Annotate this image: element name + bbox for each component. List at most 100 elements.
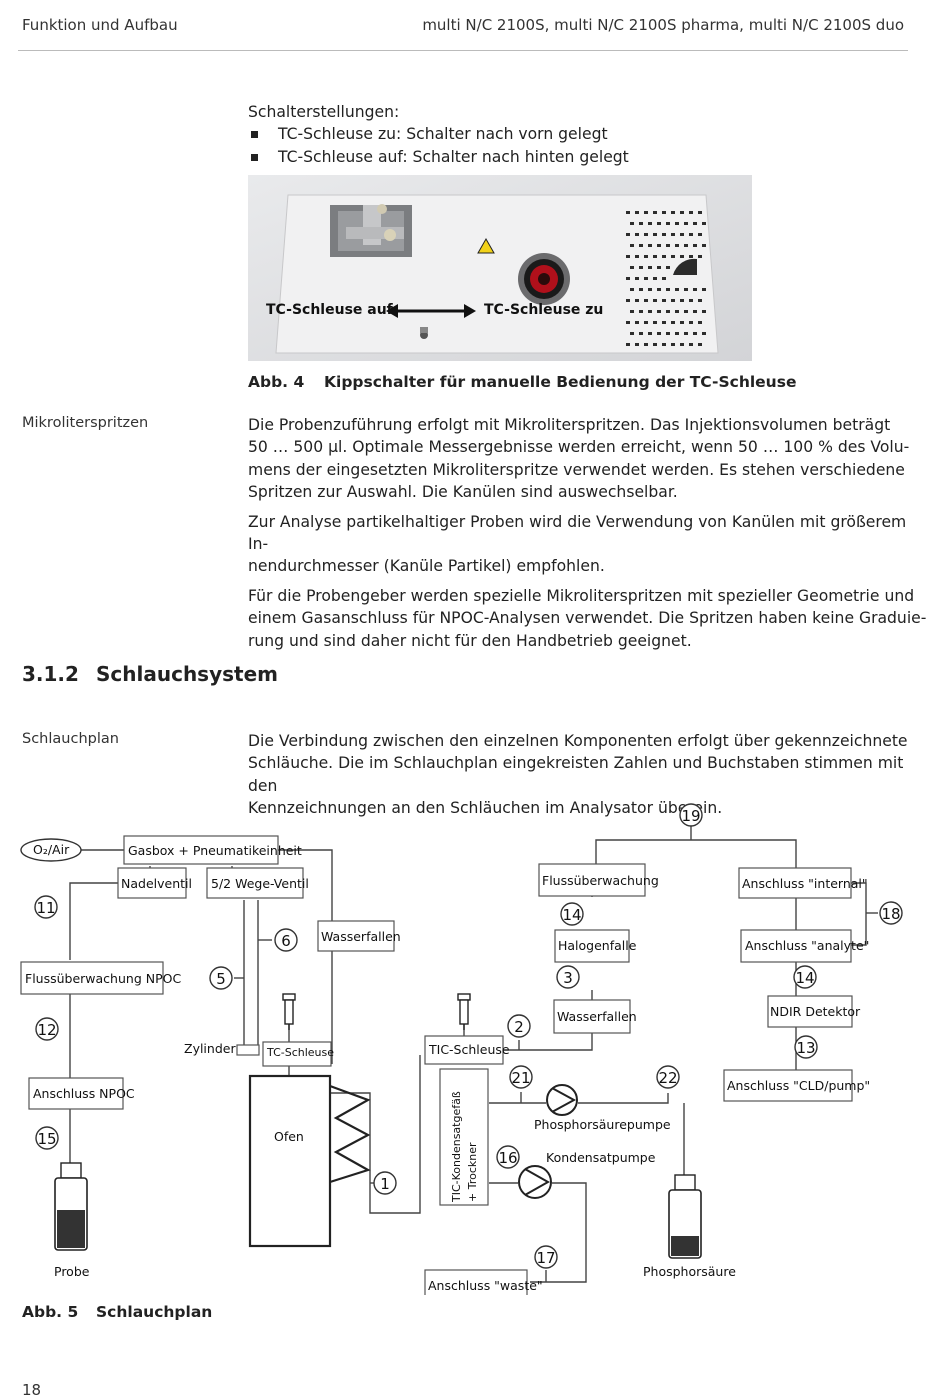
phosphorsaeurepumpe-label: Phosphorsäurepumpe xyxy=(534,1117,671,1132)
tube-marker-1: 1 xyxy=(373,1171,397,1195)
text-line: Zur Analyse partikelhaltiger Proben wird… xyxy=(248,512,907,554)
double-arrow-icon xyxy=(386,304,476,318)
tube-number: 3 xyxy=(563,969,573,987)
header-left: Funktion und Aufbau xyxy=(22,16,178,34)
tic-kondensat-label-2: + Trockner xyxy=(466,1142,479,1202)
syringe-icon xyxy=(282,993,296,1030)
wasserfallen-left-label: Wasserfallen xyxy=(321,929,401,944)
phosphoric-pump-icon xyxy=(546,1084,578,1116)
mikro-paragraph-2: Zur Analyse partikelhaltiger Proben wird… xyxy=(248,511,928,578)
anschluss-analyte-label: Anschluss "analyte" xyxy=(745,938,869,953)
tube-number: 12 xyxy=(37,1021,56,1039)
tubing-diagram: O₂/Air Gasbox + Pneumatikeinheit Nadelve… xyxy=(20,803,903,1295)
wasserfallen-mid-label: Wasserfallen xyxy=(557,1009,637,1024)
wasserfallen-left-box xyxy=(317,920,395,952)
section-title: Schlauchsystem xyxy=(96,662,278,686)
halogenfalle-label: Halogenfalle xyxy=(558,938,637,953)
tube-number: 22 xyxy=(658,1069,677,1087)
ofen-box xyxy=(248,1074,332,1248)
tube-marker-14: 14 xyxy=(793,965,817,989)
mikro-paragraph-3: Für die Probengeber werden spezielle Mik… xyxy=(248,585,928,652)
text-line: Die Verbindung zwischen den einzelnen Ko… xyxy=(248,732,908,750)
tube-number: 15 xyxy=(37,1130,56,1148)
tic-kondensat-box xyxy=(439,1068,489,1206)
side-label-mikroliterspritzen: Mikroliterspritzen xyxy=(22,415,149,431)
phosphorsaeure-label: Phosphorsäure xyxy=(643,1264,736,1279)
tube-number: 19 xyxy=(681,807,700,825)
fluss-npoc-box xyxy=(20,961,164,995)
tube-number: 5 xyxy=(216,970,226,988)
section-number: 3.1.2 xyxy=(22,662,79,686)
text-line: mens der eingesetzten Mikroliterspritze … xyxy=(248,460,905,479)
text-line: Für die Probengeber werden spezielle Mik… xyxy=(248,586,915,605)
tube-marker-17: 17 xyxy=(534,1245,558,1269)
tube-marker-3: 3 xyxy=(556,965,580,989)
anschluss-waste-label: Anschluss "waste" xyxy=(428,1278,543,1293)
text-line: einem Gasanschluss für NPOC-Analysen ver… xyxy=(248,609,927,628)
tube-marker-21: 21 xyxy=(509,1065,533,1089)
text-line: Kennzeichnungen an den Schläuchen im Ana… xyxy=(248,799,723,818)
tube-number: 14 xyxy=(562,906,581,924)
tube-number: 14 xyxy=(795,969,814,987)
tube-marker-15: 15 xyxy=(35,1126,59,1150)
o2-air-source xyxy=(20,838,82,862)
switch-bullet: TC-Schleuse zu: Schalter nach vorn geleg… xyxy=(248,123,908,145)
tube-marker-13: 13 xyxy=(794,1035,818,1059)
tube-marker-16: 16 xyxy=(496,1145,520,1169)
tube-number: 21 xyxy=(511,1069,530,1087)
zylinder-box xyxy=(236,1044,260,1056)
gasbox-box xyxy=(123,835,279,865)
tube-number: 16 xyxy=(498,1149,517,1167)
ofen-label: Ofen xyxy=(274,1129,304,1144)
nadelventil-box xyxy=(117,867,187,899)
anschluss-cld-box xyxy=(723,1069,853,1102)
figure5-caption-number: Abb. 5 xyxy=(22,1303,79,1321)
tube-number: 18 xyxy=(881,905,900,923)
tube-marker-5: 5 xyxy=(209,966,233,990)
tube-number: 17 xyxy=(536,1249,555,1267)
wegeventil-label: 5/2 Wege-Ventil xyxy=(211,876,309,891)
tc-schleuse-box xyxy=(262,1041,332,1067)
halogenfalle-box xyxy=(554,929,630,963)
text-line: rung und sind daher nicht für den Handbe… xyxy=(248,631,692,650)
tic-kondensat-label-1: TIC-Kondensatgefäß xyxy=(450,1091,463,1203)
anschluss-waste-box xyxy=(424,1269,528,1295)
text-line: Die Probenzuführung erfolgt mit Mikrolit… xyxy=(248,416,891,434)
phosphoric-acid-bottle-icon xyxy=(668,1174,702,1259)
nadelventil-label: Nadelventil xyxy=(121,876,192,891)
tube-marker-18: 18 xyxy=(879,901,903,925)
syringe-icon xyxy=(457,993,471,1030)
text-line: 50 … 500 µl. Optimale Messergebnisse wer… xyxy=(248,438,910,457)
switch-positions: Schalterstellungen: TC-Schleuse zu: Scha… xyxy=(248,101,908,168)
tube-marker-12: 12 xyxy=(35,1017,59,1041)
kondensatpumpe-label: Kondensatpumpe xyxy=(546,1150,656,1165)
tube-number: 6 xyxy=(281,932,291,950)
tube-marker-6: 6 xyxy=(274,928,298,952)
flussueberwachung-label: Flussüberwachung xyxy=(542,873,659,888)
figure4-caption-number: Abb. 4 xyxy=(248,373,305,391)
header-right: multi N/C 2100S, multi N/C 2100S pharma,… xyxy=(422,16,904,34)
o2-air-label: O₂/Air xyxy=(33,842,70,857)
ndir-label: NDIR Detektor xyxy=(770,1004,861,1019)
wegeventil-box xyxy=(206,867,304,899)
ndir-box xyxy=(767,995,853,1028)
tic-schleuse-label: TIC-Schleuse xyxy=(428,1042,510,1057)
anschluss-internal-box xyxy=(738,867,852,899)
sample-bottle-icon xyxy=(54,1162,88,1251)
tube-number: 13 xyxy=(796,1039,815,1057)
oven-coil xyxy=(329,1084,371,1184)
tube-marker-19: 19 xyxy=(679,803,703,827)
anschluss-internal-label: Anschluss "internal" xyxy=(742,876,868,891)
text-line: Spritzen zur Auswahl. Die Kanülen sind a… xyxy=(248,483,678,502)
tube-number: 2 xyxy=(514,1018,524,1036)
mikro-text: Die Probenzuführung erfolgt mit Mikrolit… xyxy=(248,414,928,652)
label-tc-schleuse-auf: TC-Schleuse auf xyxy=(266,302,393,318)
tic-schleuse-box xyxy=(424,1035,504,1065)
anschluss-cld-label: Anschluss "CLD/pump" xyxy=(727,1078,870,1093)
wasserfallen-mid-box xyxy=(553,999,631,1034)
tube-marker-2: 2 xyxy=(507,1014,531,1038)
text-line: nendurchmesser (Kanüle Partikel) empfohl… xyxy=(248,557,605,576)
condensate-pump-icon xyxy=(518,1165,552,1199)
tube-marker-14: 14 xyxy=(560,902,584,926)
label-tc-schleuse-zu: TC-Schleuse zu xyxy=(484,302,604,318)
